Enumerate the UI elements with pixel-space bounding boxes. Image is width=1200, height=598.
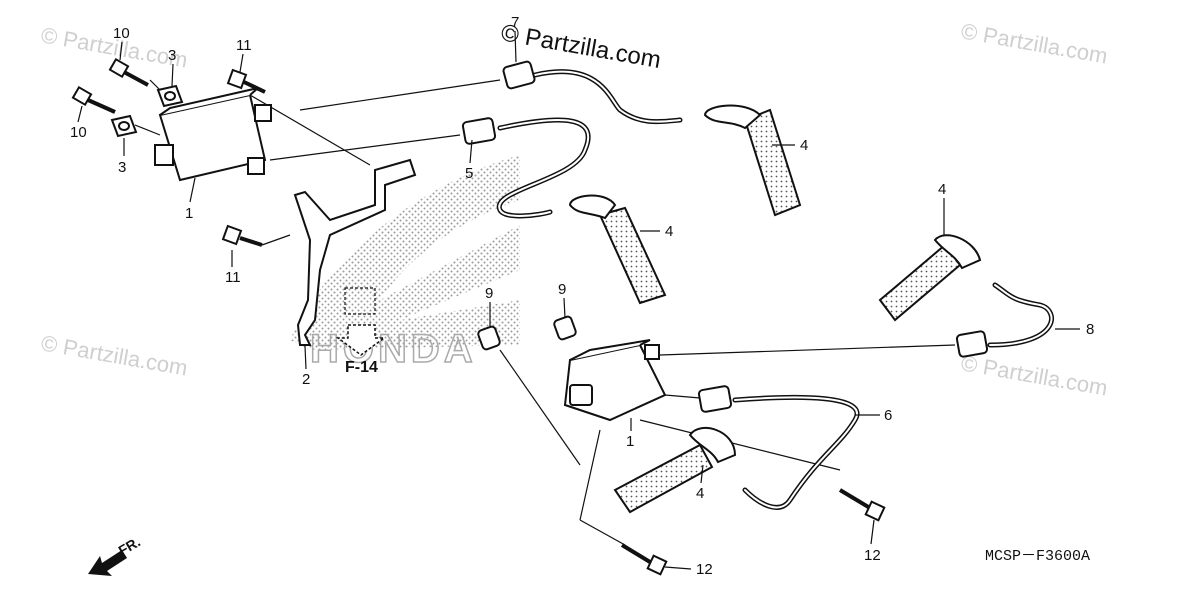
callout-5: 5 bbox=[465, 165, 473, 182]
watermark: © Partzilla.com bbox=[959, 18, 1109, 68]
bolt-11-upper bbox=[226, 68, 266, 94]
watermark: © Partzilla.com bbox=[959, 350, 1109, 400]
honda-brand-text: HONDA bbox=[310, 327, 477, 371]
front-direction-arrow: FR. bbox=[88, 533, 143, 576]
plug-boot-4-lower bbox=[613, 426, 737, 514]
plug-cap-5 bbox=[461, 117, 591, 219]
reference-arrow: F-14 bbox=[335, 287, 387, 376]
bracket-2 bbox=[293, 158, 417, 346]
callout-11: 11 bbox=[225, 269, 241, 286]
reference-label: F-14 bbox=[345, 359, 378, 376]
plug-wire-6 bbox=[697, 385, 860, 510]
plug-wire-8 bbox=[955, 282, 1054, 358]
bolt-12-right bbox=[838, 488, 886, 522]
plug-boot-4-mid bbox=[568, 194, 667, 305]
callout-leaders bbox=[77, 30, 1080, 570]
clamp-3-upper bbox=[156, 84, 184, 108]
plug-cap-7 bbox=[502, 60, 683, 125]
clamp-3-lower bbox=[110, 114, 138, 138]
callout-10: 10 bbox=[70, 124, 87, 141]
callout-2: 2 bbox=[302, 371, 310, 388]
ignition-coil-lower bbox=[563, 339, 667, 422]
ignition-coil-upper bbox=[154, 87, 272, 182]
callout-numbers: 10 3 11 10 3 1 7 5 4 4 11 2 9 9 4 8 1 6 … bbox=[70, 14, 1094, 578]
callout-9: 9 bbox=[558, 281, 566, 298]
callout-4: 4 bbox=[800, 137, 808, 154]
callout-1: 1 bbox=[626, 433, 634, 450]
callout-6: 6 bbox=[884, 407, 892, 424]
callout-9: 9 bbox=[485, 285, 493, 302]
callout-7: 7 bbox=[511, 14, 519, 31]
callout-12: 12 bbox=[864, 547, 881, 564]
callout-10: 10 bbox=[113, 25, 130, 42]
plug-boot-4-right bbox=[878, 234, 982, 322]
diagram-code: MCSP－F3600A bbox=[985, 548, 1090, 565]
bolt-10-lower bbox=[71, 85, 116, 114]
collar-9-right bbox=[553, 315, 577, 341]
callout-4: 4 bbox=[665, 223, 673, 240]
honda-wing-logo: HONDA bbox=[290, 155, 520, 372]
watermark: © Partzilla.com bbox=[39, 330, 189, 380]
bolt-10-upper bbox=[108, 57, 149, 87]
plug-boot-4-top bbox=[703, 104, 802, 217]
callout-11: 11 bbox=[236, 37, 252, 54]
callout-8: 8 bbox=[1086, 321, 1094, 338]
callout-4: 4 bbox=[696, 485, 704, 502]
collar-9-left bbox=[477, 325, 501, 351]
bolt-11-lower bbox=[221, 224, 263, 247]
callout-12: 12 bbox=[696, 561, 713, 578]
callout-3: 3 bbox=[168, 47, 176, 64]
callout-3: 3 bbox=[118, 159, 126, 176]
callout-1: 1 bbox=[185, 205, 193, 222]
bolt-12-lower bbox=[620, 543, 668, 576]
callout-4: 4 bbox=[938, 181, 946, 198]
